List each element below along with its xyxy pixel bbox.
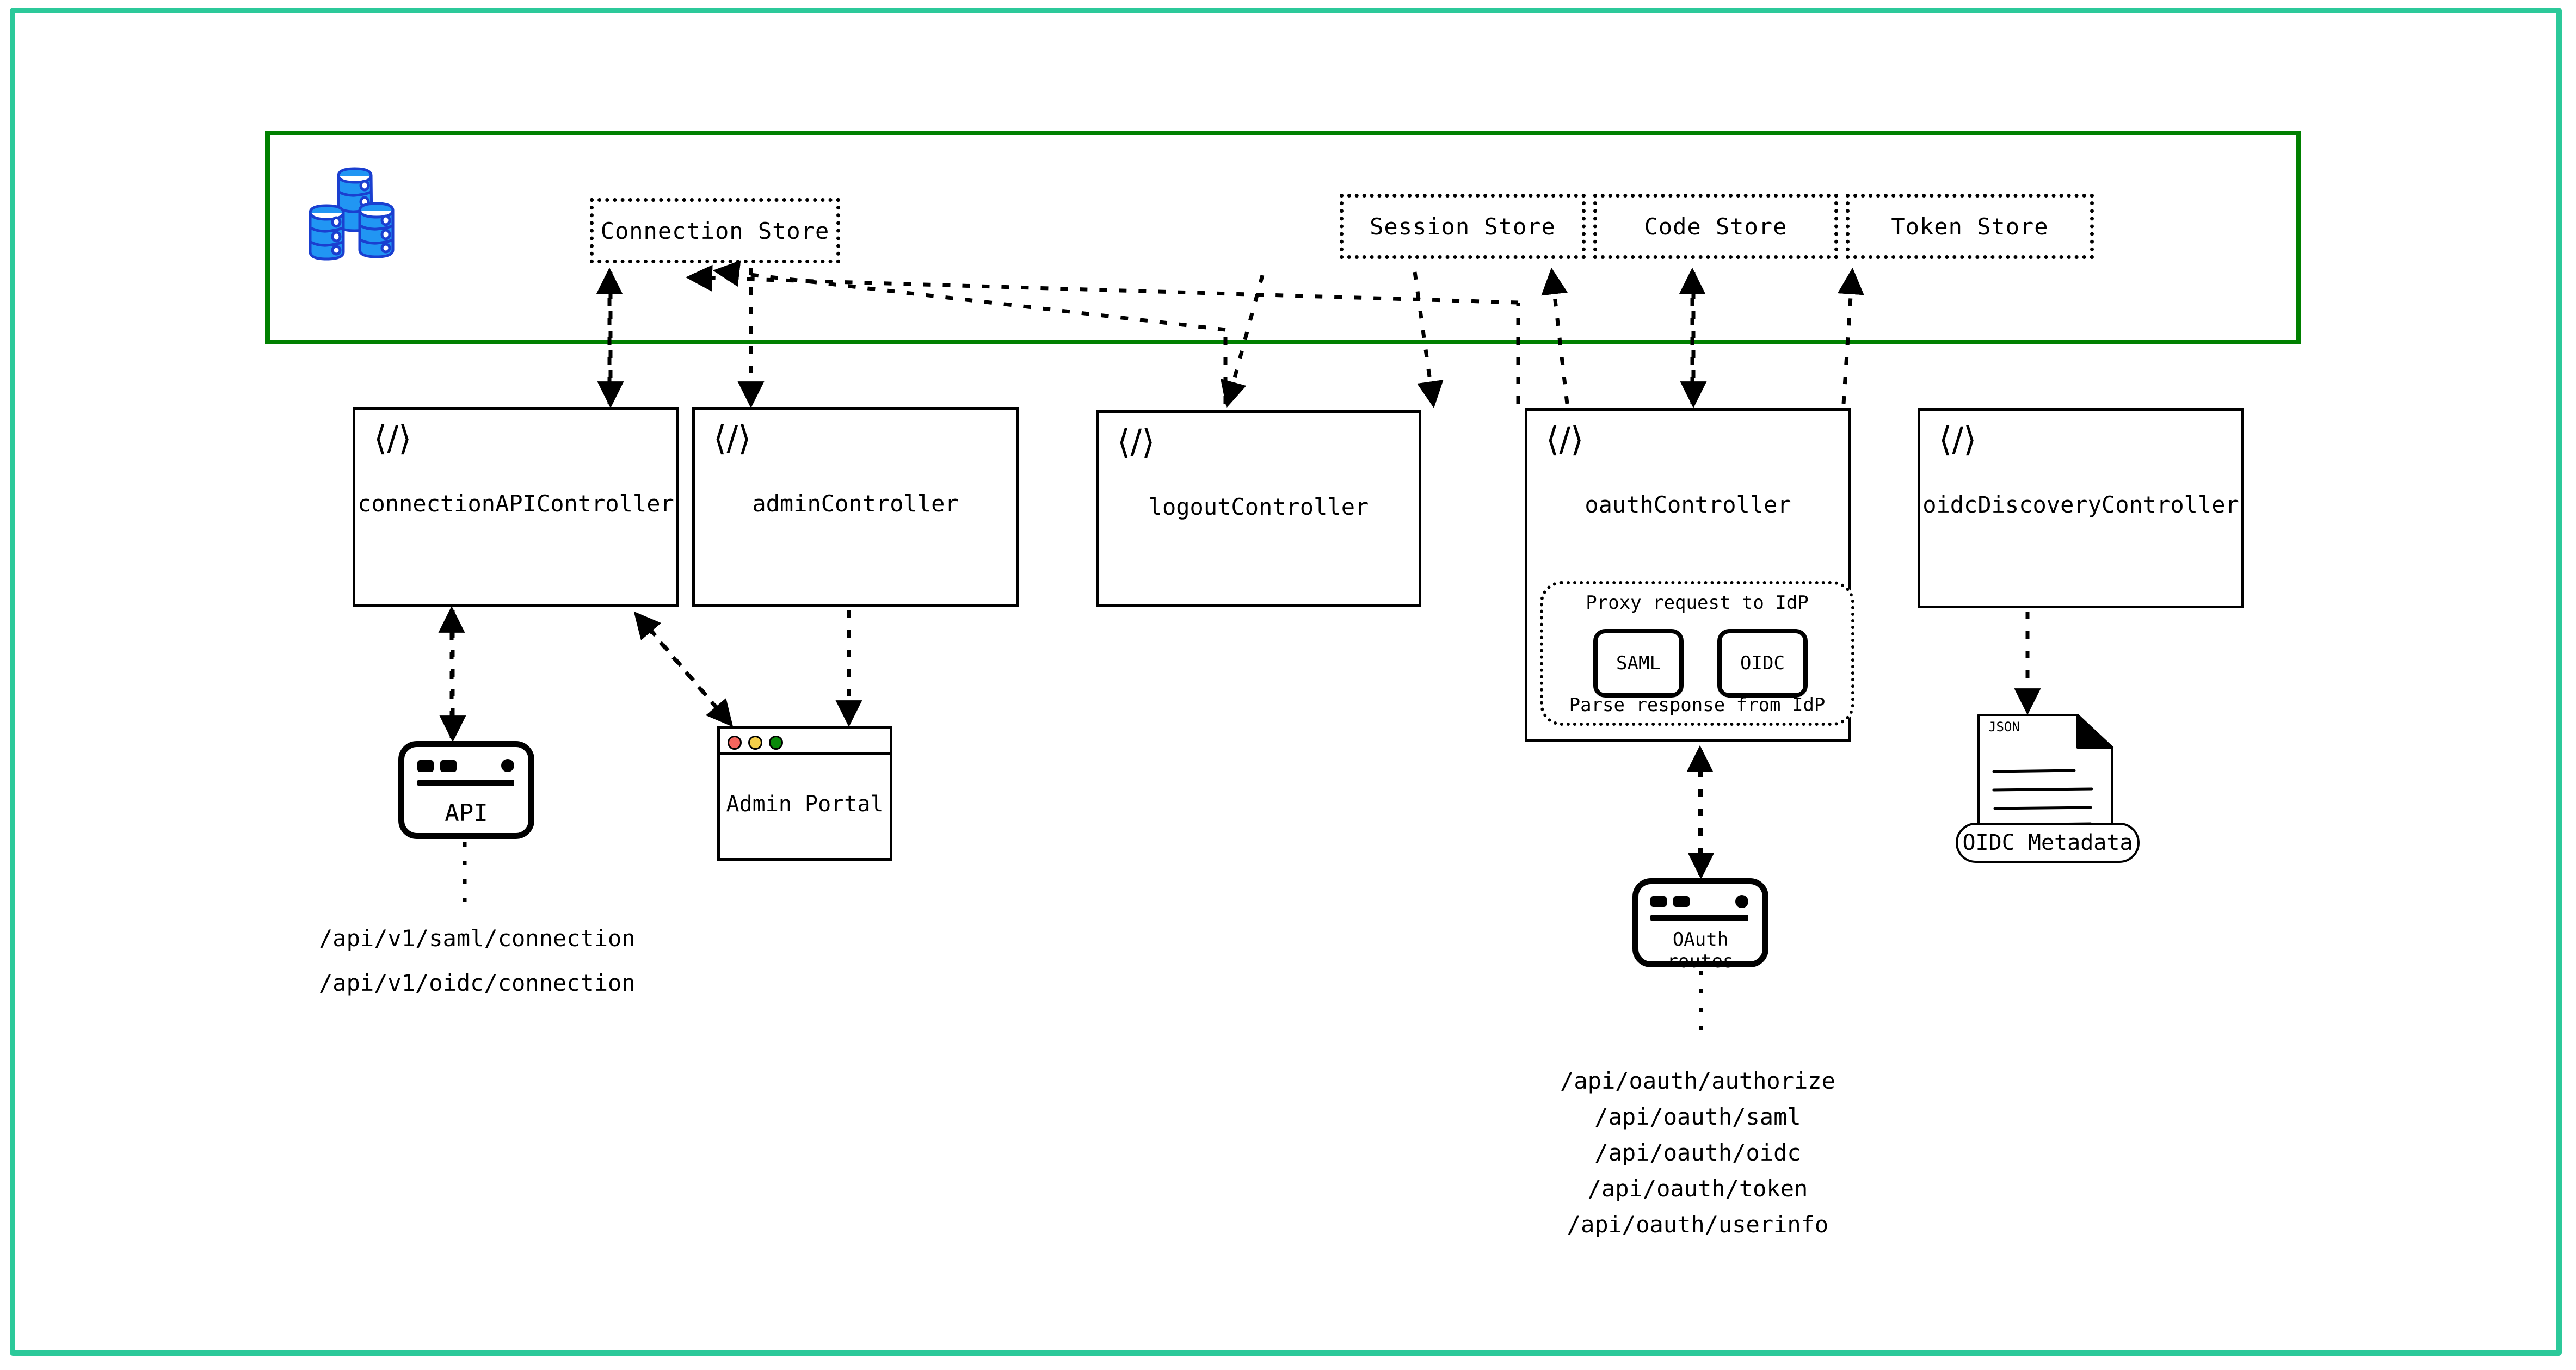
device-dot-2	[440, 760, 457, 772]
protocol-pill-oidc[interactable]: OIDC	[1717, 629, 1808, 698]
controller-label-oidc-discovery: oidcDiscoveryController	[1922, 491, 2239, 518]
admin-portal-label: Admin Portal	[726, 792, 884, 817]
api-device-label: API	[445, 799, 488, 827]
controller-admin[interactable]: ⟨/⟩ adminController	[692, 407, 1019, 607]
store-label-session: Session Store	[1370, 213, 1556, 240]
controller-label-connection-api: connectionAPIController	[358, 490, 674, 517]
json-tag-label: JSON	[1988, 719, 2020, 735]
traffic-light-yellow-icon[interactable]	[748, 736, 762, 750]
oauth-routes-device-icon[interactable]: OAuth routes	[1632, 878, 1768, 972]
store-box-session[interactable]: Session Store	[1340, 194, 1586, 259]
endpoint-oidc-connection: /api/v1/oidc/connection	[319, 970, 636, 996]
device-bar	[1650, 915, 1748, 921]
device-dot-2	[1673, 896, 1690, 907]
device-dot-1	[1650, 896, 1667, 907]
oidc-metadata-label: OIDC Metadata	[1962, 830, 2133, 855]
controller-logout[interactable]: ⟨/⟩ logoutController	[1096, 410, 1421, 607]
endpoint-oauth-saml: /api/oauth/saml	[1594, 1103, 1801, 1130]
outer-frame	[10, 8, 2562, 1356]
idp-bottom-caption: Parse response from IdP	[1569, 694, 1826, 716]
endpoint-saml-connection: /api/v1/saml/connection	[319, 925, 636, 952]
controller-connection-api[interactable]: ⟨/⟩ connectionAPIController	[353, 407, 679, 607]
endpoint-oauth-token: /api/oauth/token	[1587, 1175, 1808, 1202]
store-box-code[interactable]: Code Store	[1593, 194, 1838, 259]
oauth-routes-label: OAuth routes	[1667, 929, 1734, 972]
protocol-pill-saml[interactable]: SAML	[1593, 629, 1684, 698]
traffic-light-green-icon[interactable]	[769, 736, 783, 750]
endpoint-oauth-authorize: /api/oauth/authorize	[1560, 1067, 1835, 1094]
window-titlebar	[720, 729, 890, 755]
database-stack-icon	[305, 161, 430, 264]
api-device-icon[interactable]: API	[398, 741, 534, 839]
store-label-code: Code Store	[1644, 213, 1788, 240]
admin-portal-window[interactable]: Admin Portal	[717, 726, 892, 861]
oidc-metadata-pill[interactable]: OIDC Metadata	[1956, 823, 2140, 863]
device-dot-3	[501, 759, 514, 772]
store-label-token: Token Store	[1891, 213, 2049, 240]
controller-oidc-discovery[interactable]: ⟨/⟩ oidcDiscoveryController	[1918, 408, 2244, 608]
code-icon: ⟨/⟩	[1939, 419, 1977, 459]
store-label-connection: Connection Store	[600, 217, 830, 244]
protocol-label-oidc: OIDC	[1740, 652, 1785, 674]
idp-top-caption: Proxy request to IdP	[1586, 592, 1809, 614]
endpoint-oauth-oidc: /api/oauth/oidc	[1594, 1139, 1801, 1166]
code-icon: ⟨/⟩	[713, 418, 751, 458]
controller-label-admin: adminController	[752, 490, 959, 517]
controller-label-logout: logoutController	[1148, 493, 1369, 520]
store-box-connection[interactable]: Connection Store	[590, 198, 840, 263]
traffic-light-red-icon[interactable]	[728, 736, 742, 750]
device-dot-3	[1735, 895, 1748, 908]
endpoint-oauth-userinfo: /api/oauth/userinfo	[1567, 1211, 1829, 1238]
code-icon: ⟨/⟩	[1546, 419, 1584, 459]
protocol-label-saml: SAML	[1616, 652, 1661, 674]
code-icon: ⟨/⟩	[374, 418, 412, 458]
idp-proxy-group: Proxy request to IdP SAML OIDC Parse res…	[1540, 581, 1854, 726]
device-bar	[417, 780, 514, 786]
controller-label-oauth: oauthController	[1585, 491, 1791, 518]
device-dot-1	[417, 760, 434, 772]
code-icon: ⟨/⟩	[1117, 422, 1155, 461]
store-box-token[interactable]: Token Store	[1846, 194, 2094, 259]
